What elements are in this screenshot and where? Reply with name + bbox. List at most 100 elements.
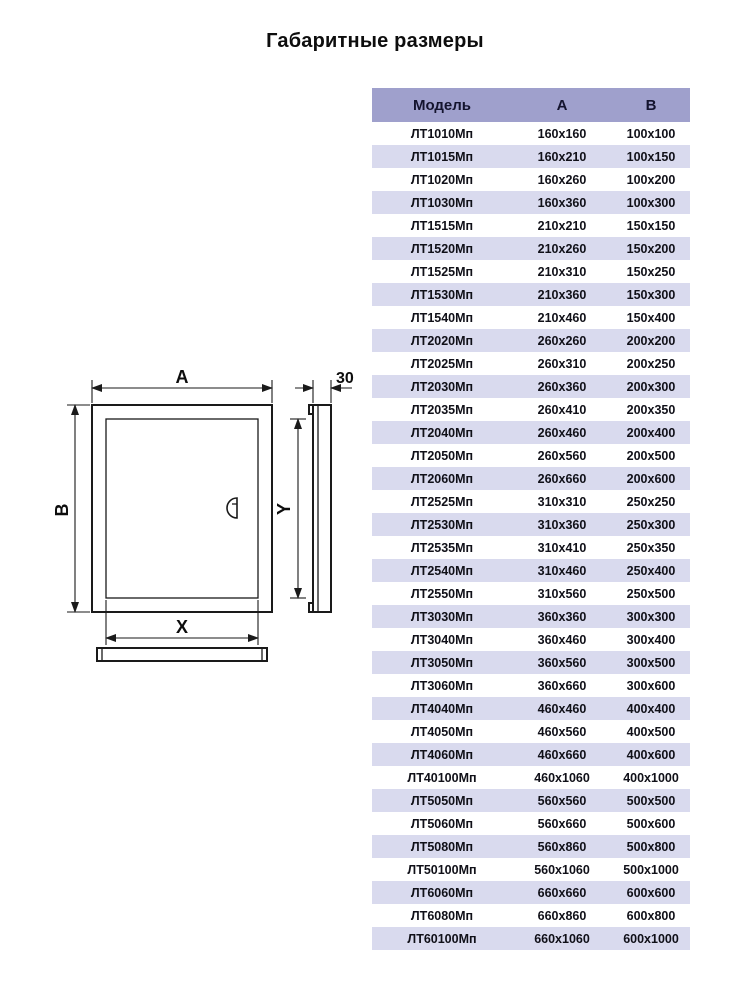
- model-cell: ЛТ3050Мп: [372, 651, 512, 674]
- model-cell: ЛТ6060Мп: [372, 881, 512, 904]
- header-a: А: [512, 88, 612, 122]
- dim-b-cell: 600x800: [612, 904, 690, 927]
- model-cell: ЛТ2535Мп: [372, 536, 512, 559]
- dimension-y: Y: [274, 418, 306, 599]
- model-cell: ЛТ4050Мп: [372, 720, 512, 743]
- dim-b-cell: 600x600: [612, 881, 690, 904]
- model-cell: ЛТ1525Мп: [372, 260, 512, 283]
- model-cell: ЛТ2025Мп: [372, 352, 512, 375]
- dim-b-cell: 300x400: [612, 628, 690, 651]
- dim-a-cell: 160x360: [512, 191, 612, 214]
- dim-b-cell: 150x300: [612, 283, 690, 306]
- dim-b-cell: 500x600: [612, 812, 690, 835]
- dim-b-cell: 200x250: [612, 352, 690, 375]
- dim-a-cell: 360x660: [512, 674, 612, 697]
- dim-a-cell: 210x310: [512, 260, 612, 283]
- dim-a-cell: 260x410: [512, 398, 612, 421]
- model-cell: ЛТ6080Мп: [372, 904, 512, 927]
- model-cell: ЛТ40100Мп: [372, 766, 512, 789]
- dimension-b: B: [52, 404, 90, 613]
- model-cell: ЛТ1515Мп: [372, 214, 512, 237]
- dim-a-cell: 310x410: [512, 536, 612, 559]
- dim-b-cell: 400x600: [612, 743, 690, 766]
- dim-a-cell: 660x660: [512, 881, 612, 904]
- dim-a-cell: 260x660: [512, 467, 612, 490]
- dim-a-cell: 160x260: [512, 168, 612, 191]
- model-cell: ЛТ1530Мп: [372, 283, 512, 306]
- page-title: Габаритные размеры: [266, 30, 484, 52]
- model-cell: ЛТ3030Мп: [372, 605, 512, 628]
- model-cell: ЛТ2030Мп: [372, 375, 512, 398]
- model-cell: ЛТ2060Мп: [372, 467, 512, 490]
- model-cell: ЛТ1540Мп: [372, 306, 512, 329]
- model-cell: ЛТ3060Мп: [372, 674, 512, 697]
- dim-a-cell: 260x310: [512, 352, 612, 375]
- dim-a-cell: 460x660: [512, 743, 612, 766]
- dim-b-cell: 200x200: [612, 329, 690, 352]
- dim-a-cell: 460x560: [512, 720, 612, 743]
- dim-b-cell: 400x500: [612, 720, 690, 743]
- dim-a-cell: 160x160: [512, 122, 612, 145]
- dim-a-cell: 560x860: [512, 835, 612, 858]
- model-cell: ЛТ1520Мп: [372, 237, 512, 260]
- dim-b-label: B: [52, 504, 72, 517]
- dim-a-cell: 210x460: [512, 306, 612, 329]
- model-cell: ЛТ5080Мп: [372, 835, 512, 858]
- dim-b-cell: 100x200: [612, 168, 690, 191]
- dim-a-cell: 310x310: [512, 490, 612, 513]
- front-view: [91, 404, 273, 613]
- dim-b-cell: 300x500: [612, 651, 690, 674]
- dim-a-cell: 310x560: [512, 582, 612, 605]
- table-header-row: Модель А В: [372, 88, 690, 122]
- dim-b-cell: 100x150: [612, 145, 690, 168]
- dim-b-cell: 150x200: [612, 237, 690, 260]
- model-cell: ЛТ2035Мп: [372, 398, 512, 421]
- dim-a-cell: 360x460: [512, 628, 612, 651]
- dim-y-label: Y: [274, 503, 294, 515]
- model-cell: ЛТ2050Мп: [372, 444, 512, 467]
- model-cell: ЛТ5060Мп: [372, 812, 512, 835]
- model-cell: ЛТ50100Мп: [372, 858, 512, 881]
- dim-a-cell: 260x360: [512, 375, 612, 398]
- model-cell: ЛТ2020Мп: [372, 329, 512, 352]
- dimension-a: A: [91, 367, 273, 403]
- dim-a-cell: 460x1060: [512, 766, 612, 789]
- model-cell: ЛТ2525Мп: [372, 490, 512, 513]
- dim-a-cell: 210x360: [512, 283, 612, 306]
- dim-a-cell: 160x210: [512, 145, 612, 168]
- dim-b-cell: 200x350: [612, 398, 690, 421]
- dim-a-cell: 310x460: [512, 559, 612, 582]
- dim-b-cell: 300x600: [612, 674, 690, 697]
- dim-b-cell: 150x400: [612, 306, 690, 329]
- dim-b-cell: 500x500: [612, 789, 690, 812]
- dim-b-cell: 250x300: [612, 513, 690, 536]
- dim-b-cell: 200x600: [612, 467, 690, 490]
- dim-a-cell: 560x660: [512, 812, 612, 835]
- dim-b-cell: 150x150: [612, 214, 690, 237]
- flange-profile: [96, 647, 268, 662]
- model-cell: ЛТ2550Мп: [372, 582, 512, 605]
- dim-b-cell: 250x350: [612, 536, 690, 559]
- model-cell: ЛТ1015Мп: [372, 145, 512, 168]
- dim-b-cell: 100x300: [612, 191, 690, 214]
- model-cell: ЛТ1010Мп: [372, 122, 512, 145]
